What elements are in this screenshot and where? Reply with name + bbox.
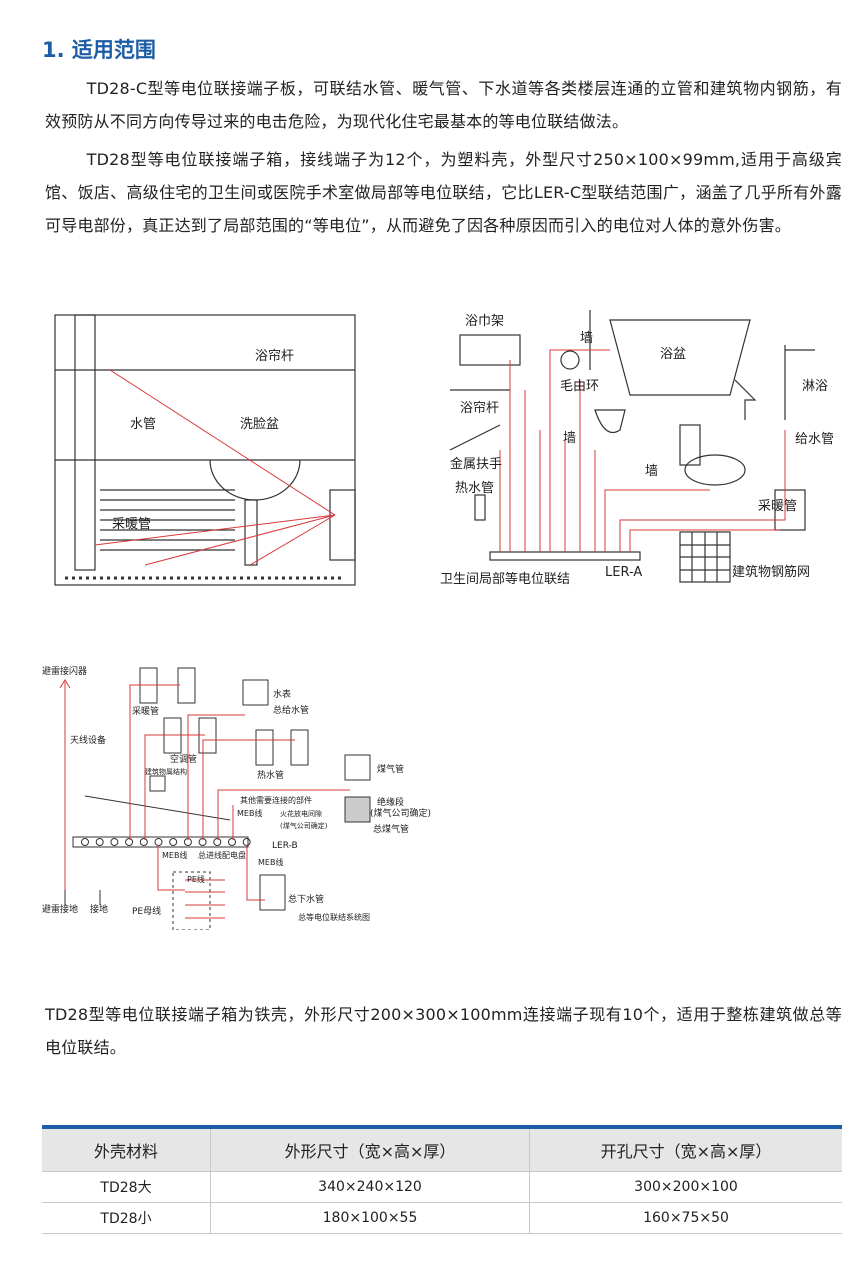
label: (煤气公司确定) (370, 807, 431, 819)
label: 总煤气管 (373, 823, 409, 835)
column-header: 外壳材料 (42, 1127, 211, 1172)
label: MEB线 (258, 857, 283, 867)
label: 墙 (645, 464, 658, 479)
table-header-row: 外壳材料 外形尺寸（宽×高×厚） 开孔尺寸（宽×高×厚） (42, 1127, 842, 1172)
label: 其他需要连接的部件 (240, 795, 312, 805)
terminal-hole (110, 838, 119, 846)
label: 热水管 (455, 481, 494, 496)
bathroom-local-bonding-diagram: 浴巾架 墙 浴盆 毛由环 浴帘杆 淋浴 墙 给水管 金属扶手 墙 热水管 采暖管… (440, 310, 834, 587)
label: 煤气管 (377, 763, 404, 775)
bathroom-elevation-diagram: 浴帘杆 水管 洗脸盆 采暖管 (54, 314, 356, 586)
label: 采暖管 (112, 517, 151, 532)
terminal-hole (169, 838, 178, 846)
column-header: 开孔尺寸（宽×高×厚） (600, 1142, 772, 1161)
terminal-hole (81, 838, 89, 846)
label: 接地 (90, 903, 108, 915)
terminal-hole (228, 838, 236, 846)
label: 总给水管 (273, 704, 309, 716)
label: 给水管 (795, 432, 834, 447)
label: PE母线 (132, 905, 161, 917)
label: PE线 (187, 874, 205, 884)
table-row: TD28大 340×240×120 300×200×100 (42, 1171, 842, 1203)
label: 水表 (273, 688, 291, 700)
terminal-hole (95, 838, 104, 846)
label: 淋浴 (802, 379, 828, 394)
label: 天线设备 (70, 734, 106, 746)
label: 浴帘杆 (255, 348, 294, 364)
label: 采暖管 (758, 499, 797, 514)
label: 浴盆 (660, 347, 686, 362)
label: 热水管 (257, 769, 284, 781)
label: 建筑物属结构 (145, 767, 187, 776)
label: 采暖管 (132, 705, 159, 717)
column-header: 外形尺寸（宽×高×厚） (210, 1127, 530, 1172)
label: 毛由环 (560, 379, 599, 394)
table-cell: 300×200×100 (529, 1171, 842, 1203)
terminal-hole (125, 838, 134, 846)
table-cell: 340×240×120 (210, 1171, 530, 1203)
terminal-hole (154, 838, 163, 846)
label: 金属扶手 (450, 456, 502, 472)
label: 总下水管 (288, 893, 324, 905)
label: 总进线配电盘 (198, 850, 246, 860)
label: 墙 (563, 431, 576, 446)
paragraph-2: TD28型等电位联接端子箱，接线端子为12个，为塑料壳，外型尺寸250×100×… (45, 150, 842, 235)
paragraph-3: TD28型等电位联接端子箱为铁壳，外形尺寸200×300×100mm连接端子现有… (45, 1005, 842, 1057)
label: 水管 (130, 417, 156, 432)
label: 建筑物钢筋网 (732, 564, 810, 580)
label: 浴巾架 (465, 314, 504, 329)
label: 避雷接地 (42, 903, 78, 915)
label: 浴帘杆 (460, 400, 499, 416)
label: 火花放电间隙 (280, 809, 322, 818)
label: 总等电位联结系统图 (298, 912, 370, 922)
paragraph-1: TD28-C型等电位联接端子板，可联结水管、暖气管、下水道等各类楼层连通的立管和… (45, 79, 842, 131)
table-row: TD28小 180×100×55 160×75×50 (42, 1202, 842, 1234)
terminal-hole (242, 838, 251, 846)
terminal-hole (139, 838, 148, 846)
table-cell: 180×100×55 (210, 1202, 530, 1234)
table-cell: TD28大 (42, 1171, 211, 1203)
section-title: 1. 适用范围 (42, 38, 156, 62)
label: LER-A (605, 565, 642, 580)
label: 卫生间局部等电位联结 (440, 571, 570, 587)
label: 墙 (580, 331, 593, 346)
label: 洗脸盆 (240, 417, 279, 432)
label: MEB线 (237, 808, 262, 818)
terminal-hole (213, 838, 222, 846)
label: MEB线 (162, 850, 187, 860)
enclosure-size-table: 外壳材料 外形尺寸（宽×高×厚） 开孔尺寸（宽×高×厚） TD28大 340×2… (42, 1125, 842, 1234)
label: 避雷接闪器 (42, 665, 87, 677)
label: 绝缘段 (377, 796, 404, 808)
label: (煤气公司确定) (280, 821, 328, 830)
main-equipotential-bonding-system-diagram: 避雷接闪器 采暖管 水表 总给水管 天线设备 空调管 建筑物属结构 热水管 煤气… (42, 665, 431, 930)
label: 空调管 (170, 753, 197, 765)
table-cell: 160×75×50 (529, 1202, 842, 1234)
label: LER-B (272, 841, 298, 851)
table-cell: TD28小 (42, 1202, 211, 1234)
